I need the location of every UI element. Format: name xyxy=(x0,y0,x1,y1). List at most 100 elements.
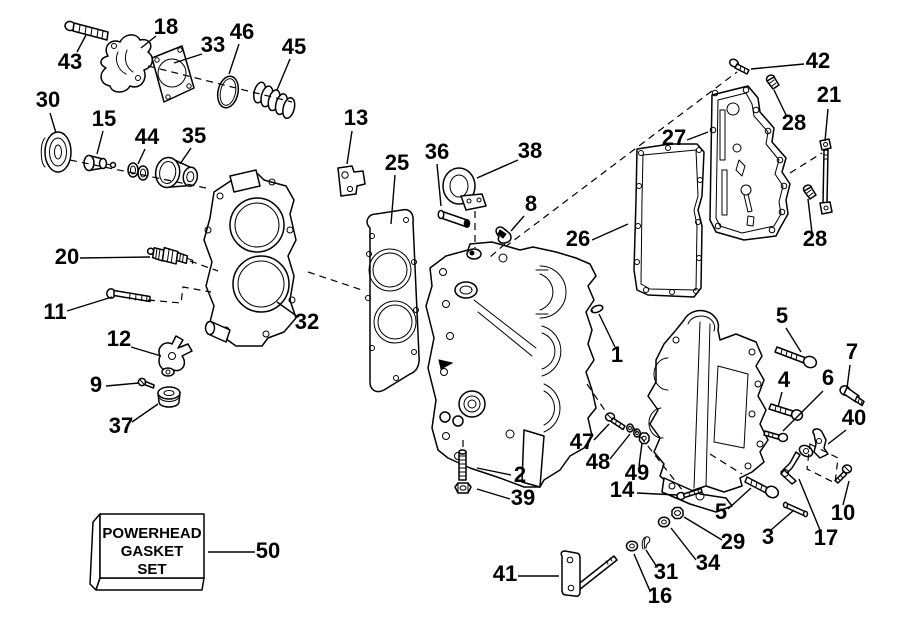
part-dowel-pin-36 xyxy=(437,209,471,228)
part-callout-31-44: 31 xyxy=(654,559,678,584)
part-bushing-35 xyxy=(154,156,199,189)
callout-leader-39-37 xyxy=(476,488,511,500)
callout-leader-44-7 xyxy=(137,148,146,165)
part-callout-34-40: 34 xyxy=(696,550,721,575)
part-callout-5-27: 5 xyxy=(776,303,788,328)
part-clip-31 xyxy=(641,536,651,550)
part-callout-28-17: 28 xyxy=(782,110,806,135)
part-callout-44-7: 44 xyxy=(135,124,160,149)
part-callout-45-4: 45 xyxy=(282,34,306,59)
callout-leader-26-14 xyxy=(591,223,629,241)
part-callout-30-5: 30 xyxy=(36,87,60,112)
part-callout-26-14: 26 xyxy=(566,226,590,251)
part-callout-11-21: 11 xyxy=(43,299,66,324)
callout-leader-29-39 xyxy=(683,516,723,541)
callout-leader-27-15 xyxy=(686,131,709,141)
callout-leader-12-23 xyxy=(130,346,162,357)
part-callout-18-1: 18 xyxy=(154,14,178,39)
part-clamp-12 xyxy=(158,335,193,377)
part-callout-13-9: 13 xyxy=(344,105,368,130)
part-callout-37-25: 37 xyxy=(109,413,133,438)
part-exhaust-cover-27 xyxy=(709,85,791,241)
callout-leader-35-8 xyxy=(179,147,192,165)
callout-leader-17-42 xyxy=(798,478,821,531)
callout-leader-28-19 xyxy=(807,198,813,234)
part-linkage-17 xyxy=(780,444,814,485)
callout-leader-25-10 xyxy=(390,174,396,225)
part-exhaust-gasket-26 xyxy=(633,143,705,298)
part-callout-36-11: 36 xyxy=(425,139,449,164)
part-callout-25-10: 25 xyxy=(385,150,409,175)
part-clamp-40 xyxy=(812,428,829,459)
part-screw-42 xyxy=(728,58,750,75)
part-callout-21-18: 21 xyxy=(817,82,841,107)
callout-leader-2-36 xyxy=(476,467,512,476)
part-callout-10-43: 10 xyxy=(831,500,855,525)
part-plug-28-lower xyxy=(802,184,817,200)
part-callout-4-29: 4 xyxy=(778,367,791,392)
part-callout-43-0: 43 xyxy=(58,49,82,74)
callout-leader-1-26 xyxy=(598,313,616,348)
part-grommet-37 xyxy=(157,386,181,408)
part-screw-6 xyxy=(763,430,789,443)
part-seal-30 xyxy=(40,131,72,173)
part-callout-8-13: 8 xyxy=(525,191,537,216)
part-link-21 xyxy=(819,138,833,215)
part-callout-41-46: 41 xyxy=(493,561,517,586)
callout-leader-33-2 xyxy=(173,53,203,64)
callout-leader-14-35 xyxy=(636,492,678,496)
part-bolt-4 xyxy=(768,403,804,421)
part-screw-9 xyxy=(137,377,155,389)
callout-leader-15-6 xyxy=(96,130,104,155)
part-callout-20-20: 20 xyxy=(55,244,79,269)
part-elbow-fitting-8 xyxy=(495,226,512,244)
part-callout-5-38: 5 xyxy=(715,499,727,524)
gasket-box-line-3: SET xyxy=(137,561,166,578)
callout-leader-34-40 xyxy=(670,527,697,561)
callout-leader-36-11 xyxy=(436,163,442,207)
part-washer-16 xyxy=(625,540,639,552)
part-oring-46 xyxy=(216,75,240,109)
part-nut-39 xyxy=(454,482,472,494)
part-callout-28-19: 28 xyxy=(803,226,827,251)
part-callout-1-26: 1 xyxy=(611,342,623,367)
callout-leader-13-9 xyxy=(346,130,353,165)
part-callout-15-6: 15 xyxy=(92,106,116,131)
gasket-box-line-2: GASKET xyxy=(121,543,184,560)
callout-leader-31-44 xyxy=(645,549,658,568)
callout-leader-45-4 xyxy=(276,58,291,91)
part-nut-29 xyxy=(671,506,684,520)
part-cylinder-head-32 xyxy=(203,169,297,347)
alignment-centerline xyxy=(504,71,738,248)
callout-leader-11-21 xyxy=(66,296,113,312)
part-callout-27-15: 27 xyxy=(662,125,686,150)
callout-leader-6-30 xyxy=(782,390,824,432)
part-callout-40-31: 40 xyxy=(842,405,866,430)
part-lifting-ring-38 xyxy=(442,167,487,211)
part-bolt-5-upper xyxy=(774,346,818,369)
part-screw-43 xyxy=(64,20,109,41)
callout-leader-47-32 xyxy=(593,423,610,441)
callout-leader-37-25 xyxy=(131,403,159,423)
part-callout-33-2: 33 xyxy=(201,32,225,57)
part-callout-16-45: 16 xyxy=(648,583,672,608)
part-seal-rings-44 xyxy=(127,162,149,181)
part-callout-12-23: 12 xyxy=(107,326,131,351)
alignment-dashed-lines xyxy=(69,65,839,492)
part-callout-49-34: 49 xyxy=(625,460,649,485)
part-head-gasket-25 xyxy=(365,208,420,393)
callout-leader-48-33 xyxy=(609,433,631,460)
part-callout-35-8: 35 xyxy=(182,123,206,148)
part-callout-39-37: 39 xyxy=(511,485,535,510)
part-callout-29-39: 29 xyxy=(721,529,745,554)
part-callout-42-16: 42 xyxy=(806,48,830,73)
callout-leader-43-0 xyxy=(76,34,87,53)
part-callout-32-22: 32 xyxy=(295,309,319,334)
callout-leader-10-43 xyxy=(842,480,850,506)
part-washer-34 xyxy=(657,516,671,528)
part-callout-17-42: 17 xyxy=(814,525,838,550)
part-bracket-13 xyxy=(337,165,366,197)
part-callout-6-30: 6 xyxy=(822,365,834,390)
gasket-set-box: POWERHEAD GASKET SET xyxy=(89,513,205,591)
part-screw-10 xyxy=(834,464,853,484)
